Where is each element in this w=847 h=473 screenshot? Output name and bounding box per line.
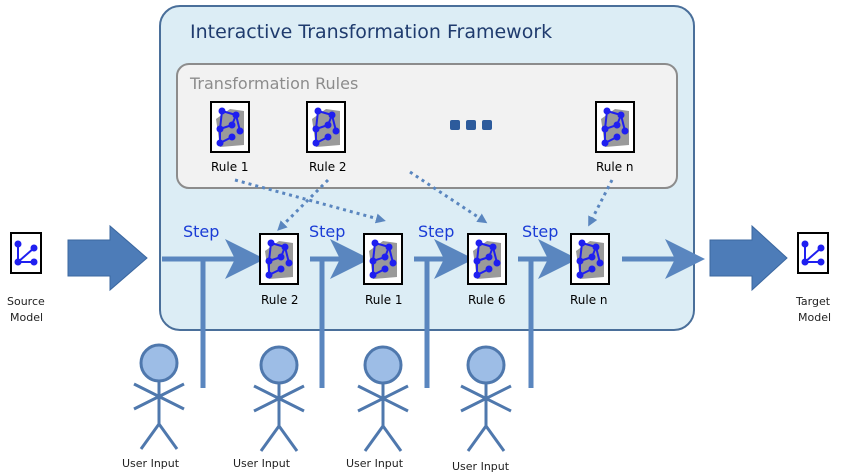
rule-n-icon xyxy=(595,101,635,153)
step-label-4: Step xyxy=(522,222,558,241)
source-model-label-1: Source xyxy=(7,295,45,308)
dotted-arrow-ellipsis-to-step3 xyxy=(409,170,488,224)
ellipsis-icon xyxy=(450,120,492,130)
step-label-3: Step xyxy=(418,222,454,241)
user-input-label-1: User Input xyxy=(122,457,180,470)
user-input-label-3: User Input xyxy=(346,457,404,470)
target-model-icon xyxy=(797,232,829,274)
step-label-2: Step xyxy=(309,222,345,241)
rule-1-icon xyxy=(210,101,250,153)
framework-title: Interactive Transformation Framework xyxy=(190,21,552,43)
step-1-rule-label: Rule 2 xyxy=(261,293,299,307)
step-2-rule-icon xyxy=(363,233,403,285)
output-arrow xyxy=(709,224,788,292)
step-4-rule-icon xyxy=(570,233,610,285)
user-input-label-2: User Input xyxy=(233,457,291,470)
rule-2-icon xyxy=(306,101,346,153)
rules-panel-title: Transformation Rules xyxy=(189,74,358,93)
dotted-arrow-rule1-to-step2 xyxy=(234,178,386,224)
rule-1-label: Rule 1 xyxy=(211,160,249,174)
source-model-label-2: Model xyxy=(10,311,43,324)
dotted-arrow-rule2-to-step1 xyxy=(277,178,330,231)
target-model-label-1: Target xyxy=(795,295,831,308)
step-4-rule-label: Rule n xyxy=(570,293,608,307)
step-3-rule-icon xyxy=(467,233,507,285)
step-1-rule-icon xyxy=(259,233,299,285)
user-input-label-4: User Input xyxy=(452,460,510,473)
dotted-arrow-rulen-to-step4 xyxy=(588,179,614,227)
input-arrow xyxy=(67,224,148,292)
rule-2-label: Rule 2 xyxy=(309,160,347,174)
source-model-icon xyxy=(10,232,42,274)
step-label-1: Step xyxy=(183,222,219,241)
rule-n-label: Rule n xyxy=(596,160,634,174)
user-figure-4 xyxy=(460,345,512,452)
target-model-label-2: Model xyxy=(798,311,831,324)
user-figure-3 xyxy=(357,345,409,452)
step-2-rule-label: Rule 1 xyxy=(365,293,403,307)
step-3-rule-label: Rule 6 xyxy=(468,293,506,307)
user-figure-1 xyxy=(133,343,185,450)
rules-panel xyxy=(176,63,678,189)
user-figure-2 xyxy=(253,345,305,452)
